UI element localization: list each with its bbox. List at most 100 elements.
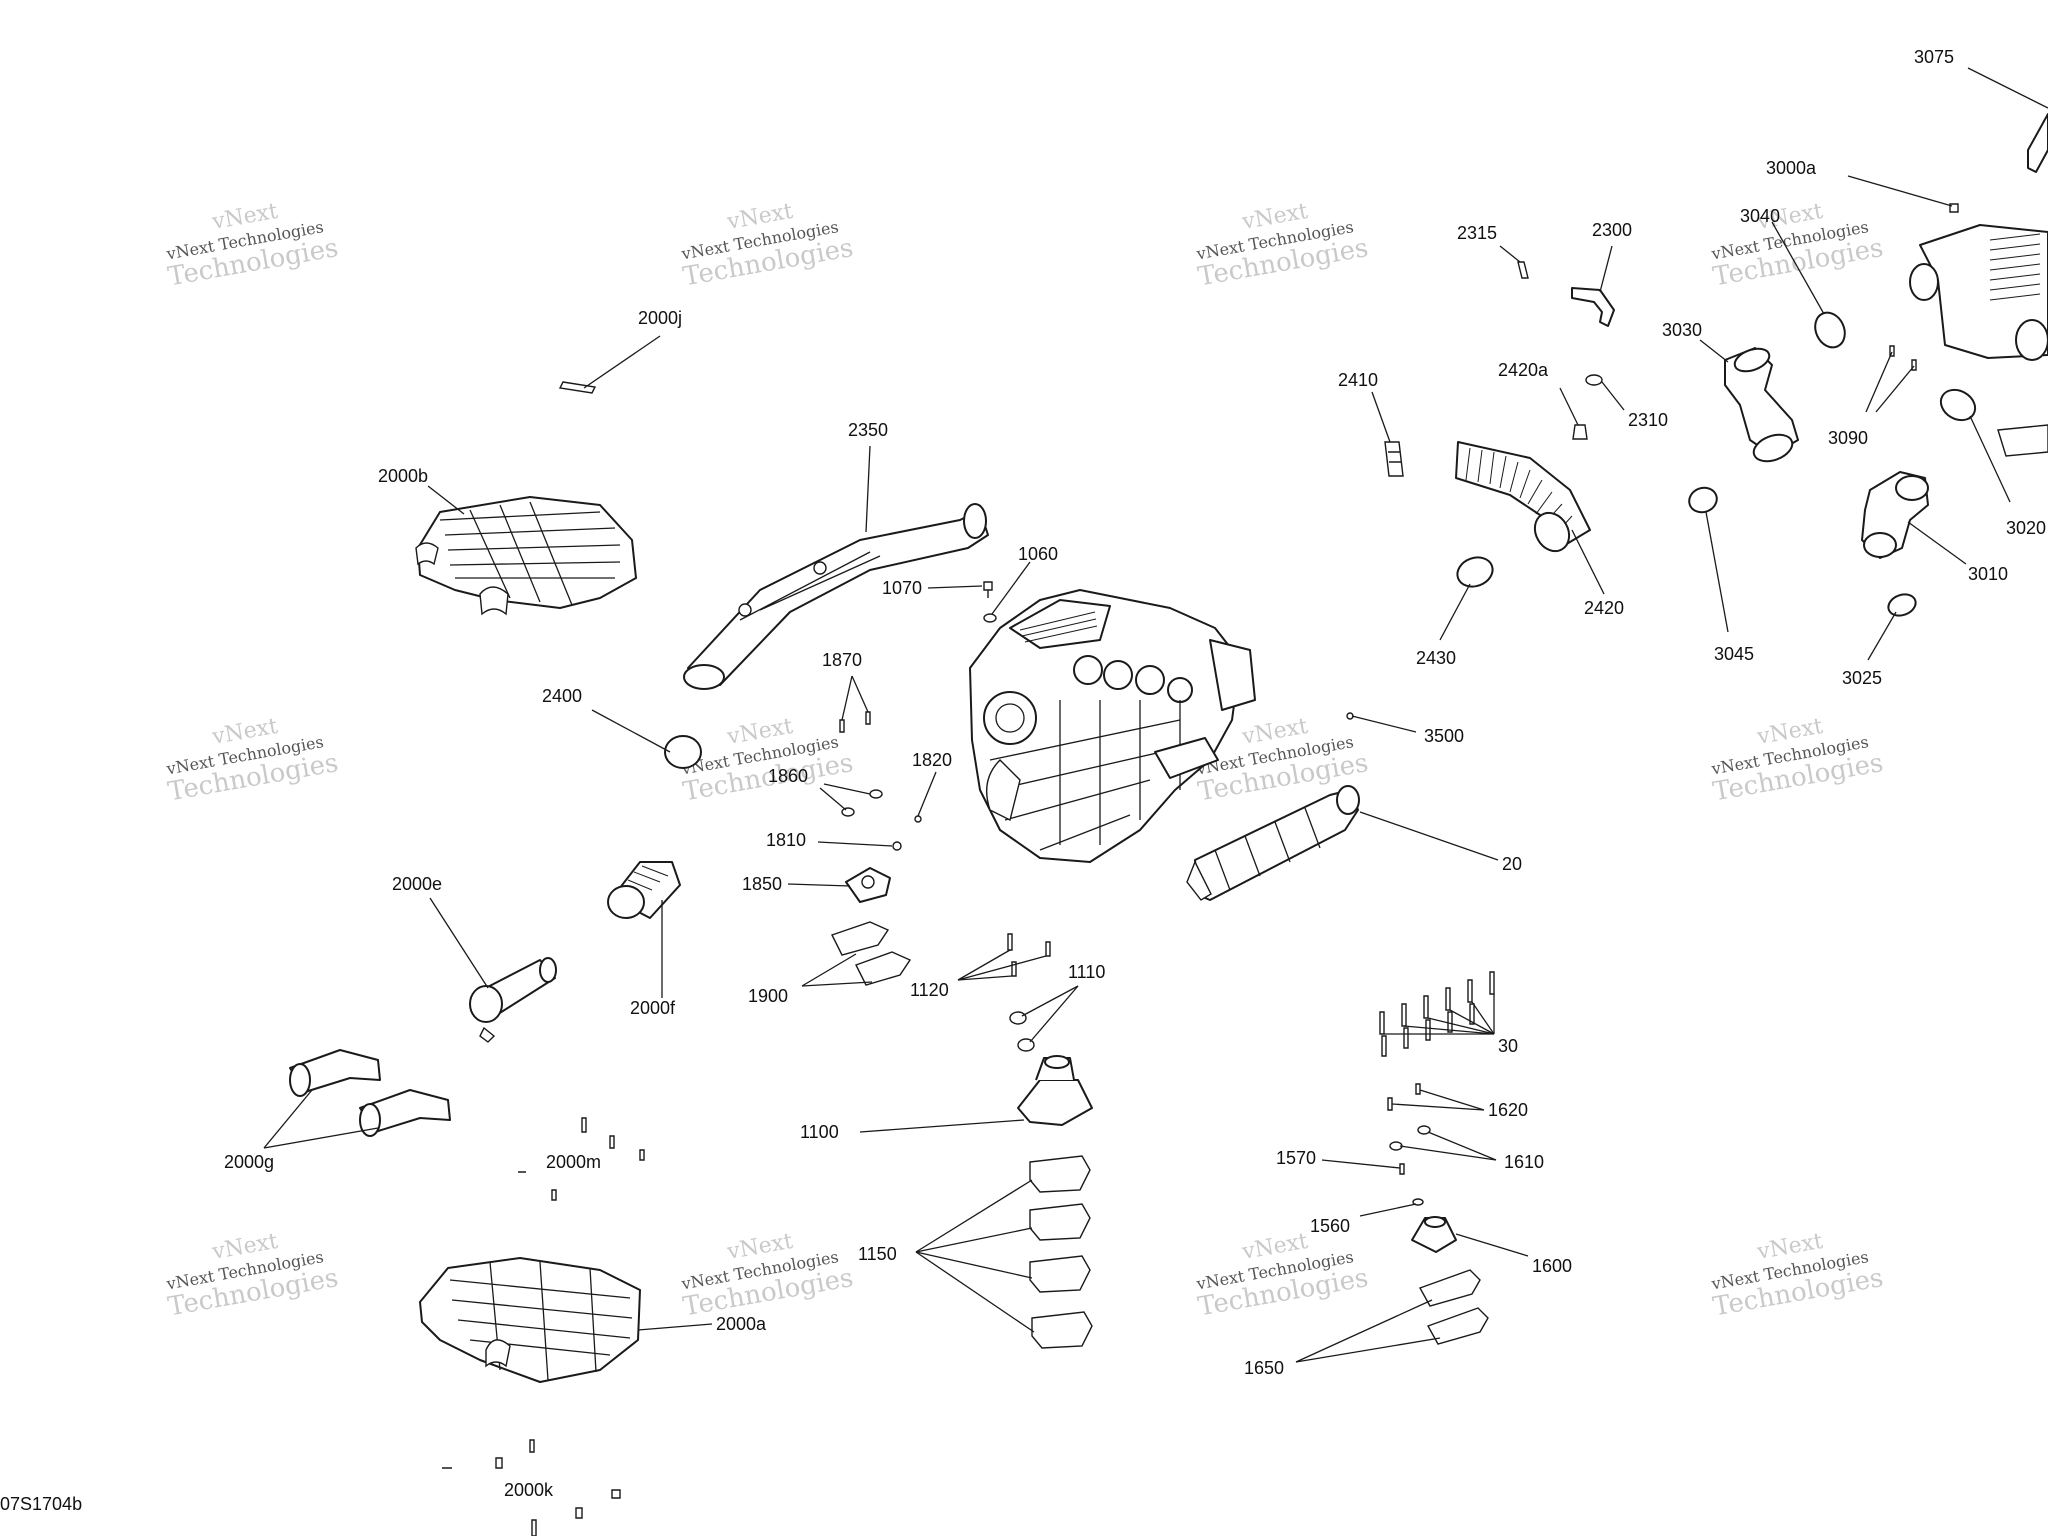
- callout-labels: 3075 3000a 3040 2315 2300 2000j 3030 241…: [224, 47, 2046, 1500]
- callout-1100: 1100: [800, 1122, 839, 1142]
- part-2310-clamp: [1585, 374, 1603, 386]
- part-3045-clamp: [1688, 486, 1718, 514]
- part-1900-shim: [831, 921, 890, 956]
- part-1150-shim: [1029, 1203, 1091, 1241]
- callout-30: 30: [1498, 1036, 1518, 1056]
- part-1860-washer: [841, 807, 855, 817]
- watermark: vNext vNext Technologies Technologies: [164, 714, 340, 808]
- part-2315-clip: [1517, 261, 1529, 279]
- callout-1900: 1900: [748, 986, 788, 1006]
- leader-3000a: [1847, 175, 1953, 207]
- part-3025-clamp: [1887, 593, 1917, 617]
- callout-3025: 3025: [1842, 668, 1882, 688]
- part-1810-washer: [892, 841, 902, 851]
- leader-1060: [991, 561, 1031, 615]
- part-1570-screw: [1399, 1163, 1405, 1175]
- leader-2400: [591, 709, 671, 753]
- part-2420-air-duct: [1455, 441, 1591, 553]
- leader-1650-b: [1295, 1337, 1441, 1363]
- callout-1150: 1150: [858, 1244, 897, 1264]
- callout-1600: 1600: [1532, 1256, 1572, 1276]
- callout-2000j: 2000j: [638, 308, 682, 328]
- callout-3075: 3075: [1914, 47, 1954, 67]
- callout-1610: 1610: [1504, 1152, 1544, 1172]
- callout-3010: 3010: [1968, 564, 2008, 584]
- leader-1900-a: [801, 953, 857, 987]
- leader-3045: [1705, 511, 1729, 633]
- callout-3020: 3020: [2006, 518, 2046, 538]
- callout-2000a: 2000a: [716, 1314, 767, 1334]
- leader-20: [1359, 811, 1499, 861]
- leader-2000g-a: [263, 1089, 313, 1149]
- leader-3020: [1969, 415, 2011, 503]
- part-1900-shim: [855, 951, 912, 986]
- callout-1810: 1810: [766, 830, 806, 850]
- diagram-code: 07S1704b: [0, 1494, 82, 1514]
- leader-1810: [817, 841, 893, 847]
- part-1150-shim: [1029, 1255, 1091, 1293]
- part-1120-screw: [1007, 933, 1051, 977]
- leader-30-b: [1403, 1025, 1495, 1035]
- leader-1870-b: [851, 675, 869, 713]
- callout-2000k: 2000k: [504, 1480, 554, 1500]
- callout-3045: 3045: [1714, 644, 1754, 664]
- leader-1070: [927, 585, 983, 589]
- part-2350-intake-tube: [683, 503, 989, 690]
- leader-2000a: [637, 1323, 713, 1331]
- leader-1120-b: [957, 955, 1047, 981]
- leader-2000g-b: [263, 1127, 379, 1149]
- part-20-exhaust-manifold: [1186, 785, 1360, 901]
- part-3020-clamp: [1939, 388, 1977, 422]
- leader-1900-b: [801, 981, 873, 987]
- leader-2350: [865, 445, 871, 533]
- watermark: vNext vNext Technologies Technologies: [1709, 199, 1885, 293]
- leader-1150-d: [915, 1251, 1035, 1333]
- part-1860-washer: [869, 789, 883, 799]
- part-1650-shim: [1426, 1307, 1489, 1345]
- callout-20: 20: [1502, 854, 1522, 874]
- callout-1120: 1120: [910, 980, 949, 1000]
- part-1070-screw: [983, 581, 993, 598]
- leader-3075: [1967, 67, 2048, 109]
- leader-3090-b: [1875, 365, 1915, 413]
- parts: [289, 113, 2048, 1536]
- part-1060-washer: [983, 613, 997, 623]
- callout-3090: 3090: [1828, 428, 1868, 448]
- part-2410-bracket: [1384, 441, 1404, 477]
- leader-1870-a: [841, 675, 853, 721]
- leader-1620-b: [1419, 1089, 1485, 1111]
- callout-1570: 1570: [1276, 1148, 1316, 1168]
- leader-2420: [1571, 529, 1605, 595]
- leader-2000j: [583, 335, 661, 389]
- callout-2300: 2300: [1592, 220, 1632, 240]
- leader-30-c: [1427, 1017, 1495, 1035]
- leader-1110-b: [1029, 985, 1079, 1043]
- watermark: vNext vNext Technologies Technologies: [1194, 199, 1370, 293]
- callout-2420: 2420: [1584, 598, 1624, 618]
- leader-2310: [1601, 381, 1625, 411]
- part-2000k-screw: [442, 1439, 621, 1536]
- watermark: vNext vNext Technologies Technologies: [164, 1229, 340, 1323]
- callout-3030: 3030: [1662, 320, 1702, 340]
- leader-2420a: [1559, 387, 1579, 426]
- leader-1100: [859, 1119, 1025, 1133]
- part-1600-mount: [1411, 1216, 1457, 1253]
- part-intercooler: [1909, 224, 2048, 361]
- part-2300-hose: [1571, 287, 1615, 327]
- leader-1150-b: [915, 1227, 1033, 1253]
- part-1150-shim: [1029, 1155, 1091, 1193]
- watermark: vNext vNext Technologies Technologies: [1709, 1229, 1885, 1323]
- leader-1150-a: [915, 1179, 1033, 1253]
- callout-1820: 1820: [912, 750, 952, 770]
- part-3010-elbow-duct: [1861, 471, 1929, 559]
- leader-2315: [1499, 245, 1521, 263]
- leader-30-e: [1471, 1001, 1495, 1035]
- leader-1650-a: [1295, 1299, 1433, 1363]
- part-1870-screw: [839, 711, 871, 733]
- watermark: vNext vNext Technologies Technologies: [679, 1229, 855, 1323]
- leader-1120-c: [957, 975, 1013, 981]
- leader-1860-a: [823, 783, 871, 795]
- leader-1860-b: [819, 787, 847, 811]
- callout-2000b: 2000b: [378, 466, 428, 486]
